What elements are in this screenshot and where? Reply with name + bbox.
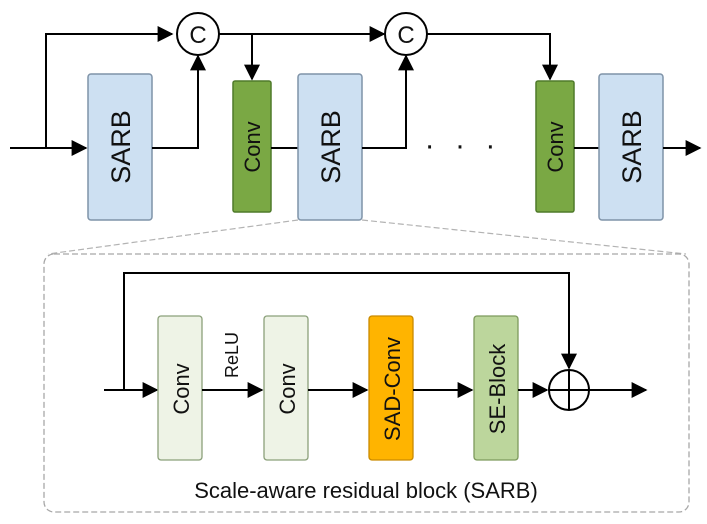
ellipsis: · · · — [425, 129, 502, 162]
sarb2-to-concat2-wire — [362, 54, 414, 149]
sarb-block-2-label: SARB — [316, 110, 346, 184]
sarb-block-last-label: SARB — [617, 110, 647, 184]
sarb-block-1-label: SARB — [106, 110, 136, 184]
conv-block-1-label: Conv — [240, 121, 265, 172]
concat2-out-wire — [427, 33, 558, 81]
elementwise-add-node — [548, 369, 590, 411]
inner-conv-block-1 — [157, 315, 203, 461]
sarb-caption: Scale-aware residual block (SARB) — [194, 478, 538, 503]
zoom-line-left — [47, 219, 299, 255]
sarb1-to-concat1-wire — [152, 54, 206, 149]
sad-conv-block-label: SAD-Conv — [380, 337, 405, 441]
skip-wire-1 — [45, 26, 174, 148]
concat-node-1-label: C — [189, 22, 206, 49]
residual-skip-wire — [123, 272, 577, 390]
relu-label: ReLU — [222, 332, 242, 378]
conv-block-1 — [232, 80, 272, 213]
sad-conv-block — [368, 315, 414, 461]
sarb-detail-frame — [43, 253, 690, 513]
se-block — [473, 315, 519, 461]
se-block-label: SE-Block — [485, 343, 510, 434]
zoom-line-right — [361, 219, 687, 255]
conv-block-last-label: Conv — [543, 121, 568, 172]
inner-conv-block-1-label: Conv — [169, 363, 194, 414]
inner-conv-block-2-label: Conv — [275, 363, 300, 414]
inner-conv-block-2 — [263, 315, 309, 461]
conv-block-last — [535, 80, 575, 213]
concat-node-2-label: C — [397, 22, 414, 49]
